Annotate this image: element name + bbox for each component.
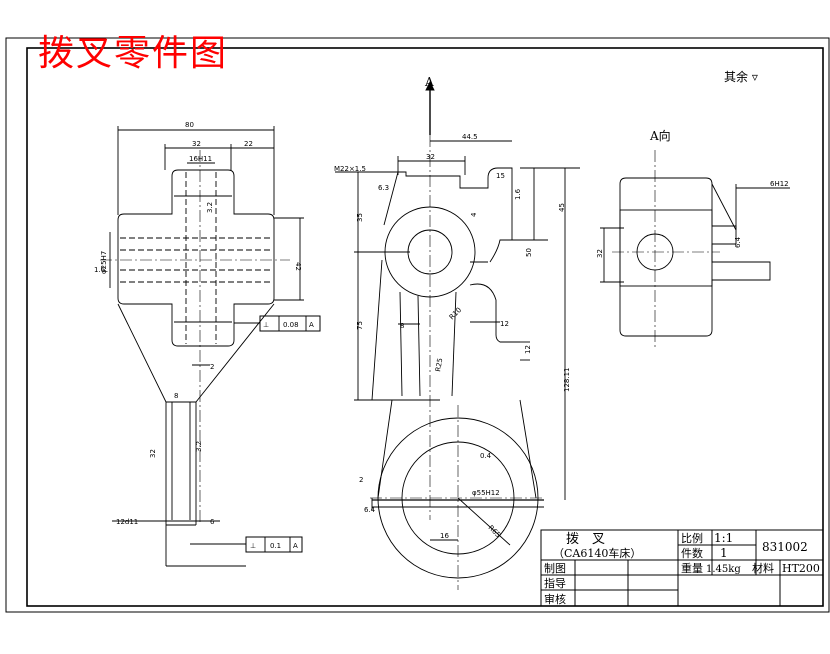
svg-text:1.6: 1.6: [514, 188, 522, 200]
svg-text:15: 15: [496, 172, 505, 180]
drawing-title: 拨叉零件图: [38, 33, 229, 74]
svg-text:831002: 831002: [762, 540, 808, 554]
roughness-note: 其余 ▿: [724, 68, 758, 85]
svg-text:3.2: 3.2: [206, 202, 214, 213]
svg-text:R25: R25: [434, 357, 444, 372]
svg-text:（CA6140车床）: （CA6140车床）: [553, 546, 641, 560]
svg-text:6H12: 6H12: [770, 180, 789, 188]
svg-text:42: 42: [294, 262, 302, 271]
svg-text:1:1: 1:1: [714, 531, 733, 545]
a-view: [600, 150, 790, 350]
svg-text:A: A: [293, 542, 298, 550]
svg-text:⊥: ⊥: [263, 321, 269, 329]
roughness-note-text: 其余: [724, 70, 749, 84]
svg-text:A向: A向: [649, 128, 671, 143]
svg-text:16H11: 16H11: [189, 155, 212, 163]
svg-text:8: 8: [174, 392, 178, 400]
svg-text:12: 12: [500, 320, 509, 328]
svg-text:R65: R65: [487, 524, 502, 539]
svg-text:R10: R10: [448, 306, 463, 321]
svg-text:指导: 指导: [544, 576, 566, 590]
inner-frame: [26, 47, 824, 607]
svg-text:件数: 件数: [681, 547, 703, 560]
svg-text:1.6: 1.6: [94, 266, 106, 274]
title-block-text: 拨 叉 （CA6140车床） 比例 1:1 件数 1 831002 重量 1.4…: [544, 531, 820, 606]
svg-text:32: 32: [149, 449, 157, 458]
svg-text:重量: 重量: [681, 561, 703, 575]
svg-text:16: 16: [440, 532, 449, 540]
svg-text:6.4: 6.4: [364, 506, 376, 514]
title-block: [540, 529, 824, 607]
svg-text:32: 32: [426, 153, 435, 161]
svg-text:32: 32: [192, 140, 201, 148]
svg-text:A: A: [424, 75, 434, 89]
svg-text:3.2: 3.2: [195, 441, 203, 452]
svg-text:A: A: [309, 321, 314, 329]
svg-text:φ25H7: φ25H7: [100, 251, 108, 274]
a-view-labels: A向 6H12 32 6.4: [596, 128, 789, 258]
svg-text:22: 22: [244, 140, 253, 148]
left-view-labels: 80 32 22 16H11 42 φ25H7 1.6 3.2 2 3.2 12…: [94, 121, 314, 550]
svg-text:4: 4: [470, 212, 478, 217]
svg-text:0.08: 0.08: [283, 321, 299, 329]
svg-text:HT200: HT200: [782, 562, 820, 575]
outer-frame: [5, 37, 830, 613]
svg-text:2: 2: [210, 363, 214, 371]
svg-text:12: 12: [524, 345, 532, 354]
svg-text:⊥: ⊥: [250, 542, 256, 550]
svg-text:比例: 比例: [681, 531, 703, 545]
svg-text:拨 叉: 拨 叉: [566, 532, 605, 547]
svg-text:0.1: 0.1: [270, 542, 281, 550]
svg-text:44.5: 44.5: [462, 133, 478, 141]
tolerance-frame-1: [259, 315, 321, 332]
svg-text:制图: 制图: [544, 562, 566, 575]
svg-text:材料: 材料: [752, 561, 774, 575]
svg-text:6.4: 6.4: [734, 236, 742, 248]
front-view-labels: A M22×1.5 32 44.5 15 35 45 50 4 75 8 R10…: [334, 75, 571, 540]
tolerance-frame-2: [245, 536, 303, 553]
svg-text:6: 6: [210, 518, 215, 526]
svg-text:80: 80: [185, 121, 194, 129]
svg-text:审核: 审核: [544, 592, 566, 606]
front-view: [335, 80, 580, 590]
svg-text:1: 1: [720, 546, 728, 560]
svg-text:35: 35: [356, 213, 364, 222]
svg-text:32: 32: [596, 249, 604, 258]
svg-text:50: 50: [525, 248, 533, 257]
svg-text:128.11: 128.11: [563, 368, 571, 393]
svg-text:1.45kg: 1.45kg: [706, 564, 741, 575]
svg-text:45: 45: [558, 203, 566, 212]
svg-text:M22×1.5: M22×1.5: [334, 165, 366, 173]
svg-text:φ55H12: φ55H12: [472, 489, 500, 497]
svg-text:75: 75: [356, 321, 364, 330]
svg-text:0.4: 0.4: [480, 452, 492, 460]
roughness-symbol-icon: ▿: [751, 70, 758, 84]
svg-text:12d11: 12d11: [116, 518, 138, 526]
svg-text:8: 8: [400, 322, 404, 330]
svg-text:6.3: 6.3: [378, 184, 389, 192]
left-view: [100, 126, 321, 567]
svg-text:2: 2: [359, 476, 363, 484]
